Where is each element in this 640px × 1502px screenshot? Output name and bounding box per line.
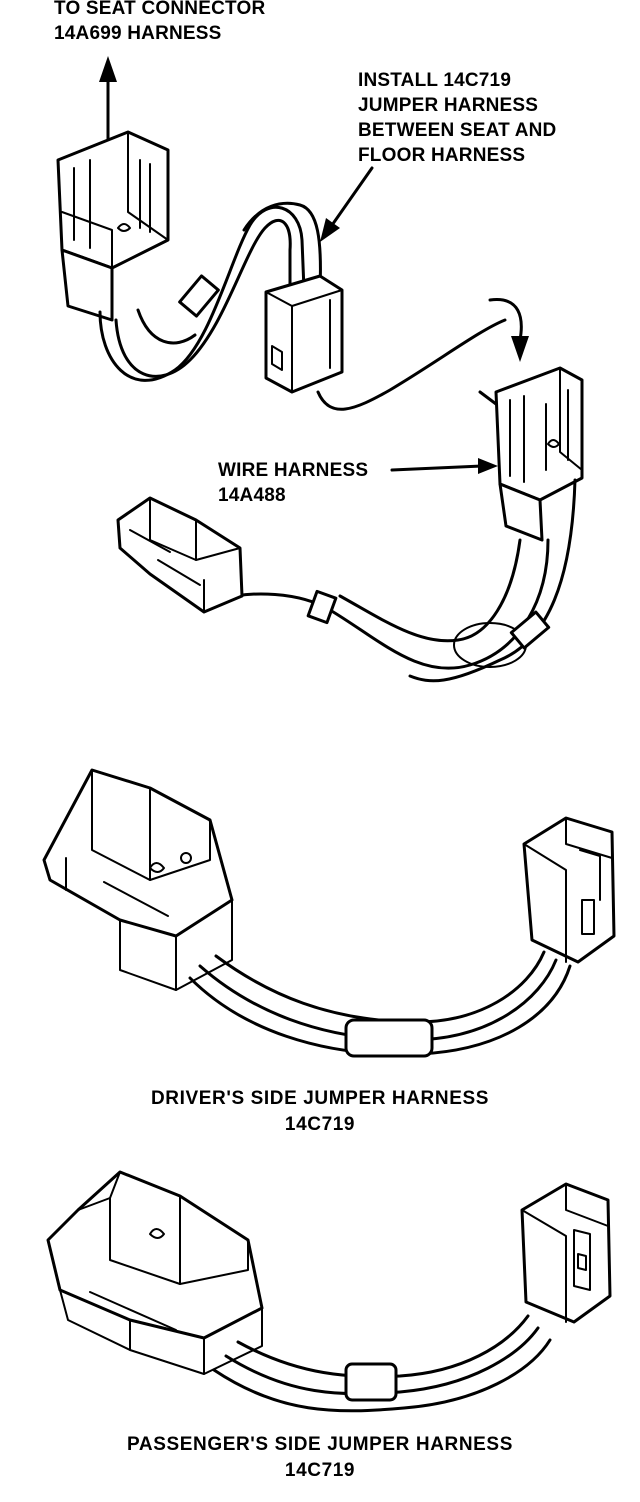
passenger-caption-part: 14C719	[284, 1460, 356, 1481]
driver-side-jumper-illustration	[42, 768, 616, 1058]
install-jumper-label-line3: BETWEEN SEAT AND	[358, 120, 557, 141]
assembly-illustration	[56, 56, 584, 683]
seat-connector-label-line2: 14A699 HARNESS	[54, 23, 222, 44]
driver-caption-part: 14C719	[284, 1114, 356, 1135]
routing-line	[316, 318, 507, 411]
wire-harness-label: WIRE HARNESS 14A488	[218, 458, 368, 508]
seat-connector-label: TO SEAT CONNECTOR 14A699 HARNESS	[54, 0, 265, 46]
seat-connector-14a699	[56, 130, 170, 322]
jumper-wires-top	[98, 201, 322, 382]
install-jumper-label-line1: INSTALL 14C719	[358, 70, 512, 91]
install-jumper-label: INSTALL 14C719 JUMPER HARNESS BETWEEN SE…	[358, 68, 556, 168]
arrow-down-icon	[488, 298, 529, 362]
floor-harness-wires	[218, 478, 577, 683]
seat-connector-label-line1: TO SEAT CONNECTOR	[54, 0, 266, 19]
install-jumper-label-line4: FLOOR HARNESS	[358, 145, 526, 166]
wire-harness-14a488-connector	[116, 496, 244, 614]
wire-harness-label-line2: 14A488	[218, 485, 286, 506]
driver-caption-title: DRIVER'S SIDE JUMPER HARNESS	[150, 1088, 490, 1109]
floor-connector	[478, 366, 584, 542]
driver-jumper-wires	[188, 950, 572, 1058]
leader-wire-harness	[390, 458, 498, 474]
passenger-side-jumper-illustration	[46, 1170, 612, 1413]
passenger-caption-title: PASSENGER'S SIDE JUMPER HARNESS	[127, 1434, 513, 1455]
jumper-connector-mid	[264, 274, 344, 394]
arrow-up-icon	[99, 56, 117, 152]
leader-install-jumper	[320, 166, 374, 242]
driver-connector-right	[522, 816, 616, 964]
wire-harness-label-line1: WIRE HARNESS	[218, 460, 369, 481]
passenger-connector-right	[520, 1182, 612, 1324]
install-jumper-label-line2: JUMPER HARNESS	[358, 95, 539, 116]
driver-connector-left	[42, 768, 234, 991]
passenger-connector-left	[46, 1170, 264, 1375]
passenger-jumper-wires	[212, 1314, 552, 1413]
